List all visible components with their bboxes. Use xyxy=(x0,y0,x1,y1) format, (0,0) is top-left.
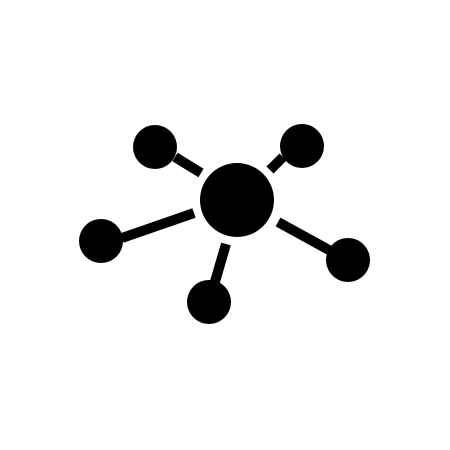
connector-line-top-left xyxy=(172,152,204,178)
connector-line-left xyxy=(120,208,196,243)
connector-line-bottom xyxy=(209,242,231,287)
connector-line-right xyxy=(275,217,332,255)
connector-line-top-right xyxy=(266,153,287,174)
node-bottom xyxy=(187,280,231,324)
node-top-right xyxy=(280,124,324,168)
node-left xyxy=(79,219,123,263)
hub-node xyxy=(200,163,274,237)
node-top-left xyxy=(133,125,177,169)
node-right xyxy=(326,238,370,282)
